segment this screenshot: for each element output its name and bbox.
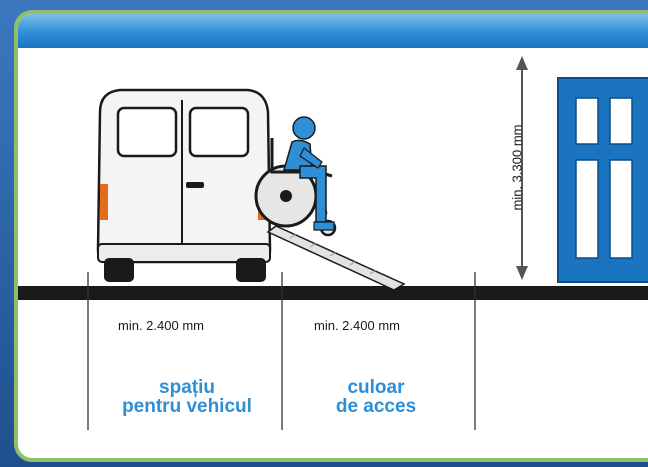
wheelchair-user-icon	[254, 116, 337, 237]
building-icon	[557, 77, 648, 283]
access-width-label: min. 2.400 mm	[314, 318, 400, 333]
access-zone-line2: de acces	[335, 396, 417, 417]
vehicle-width-label: min. 2.400 mm	[118, 318, 204, 333]
access-zone-label: culoar de acces	[296, 378, 456, 416]
ramp-icon	[266, 225, 406, 291]
van-icon	[96, 88, 272, 282]
vehicle-zone-label: spațiu pentru vehicul	[100, 378, 274, 416]
clear-height-label: min. 3.300 mm	[509, 124, 525, 211]
access-zone-line1: culoar	[347, 377, 405, 398]
zone-separators	[87, 272, 476, 430]
ground-line	[18, 286, 648, 300]
vehicle-zone-line1: spațiu	[159, 377, 215, 398]
ramp-texture	[289, 233, 377, 275]
height-arrow-icon	[516, 56, 528, 280]
header-banner	[18, 14, 648, 48]
vehicle-zone-line2: pentru vehicul	[122, 396, 252, 417]
